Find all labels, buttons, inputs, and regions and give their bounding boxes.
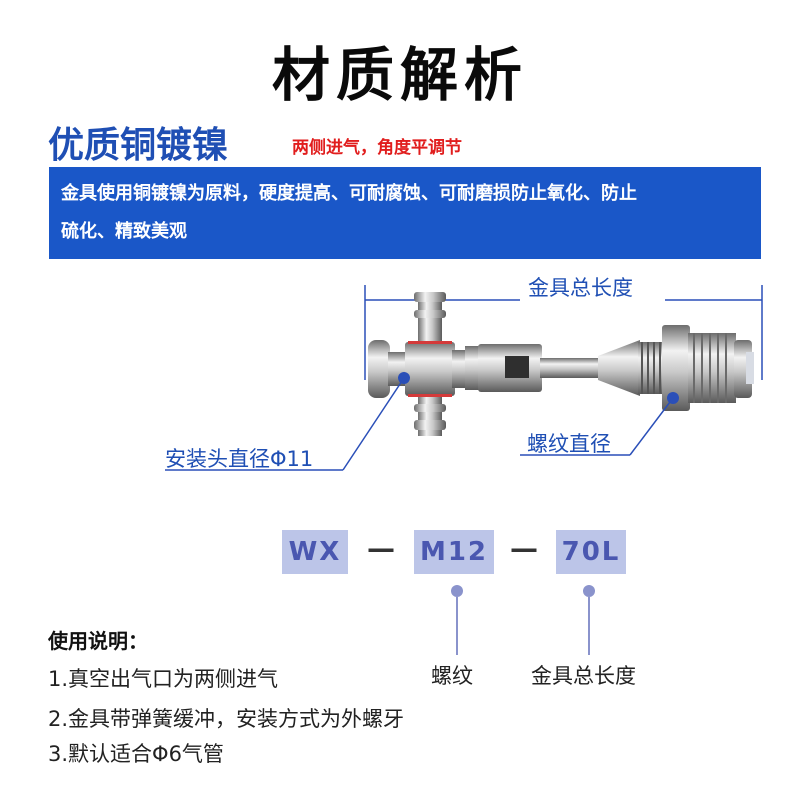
total-length-label: 金具总长度 bbox=[528, 276, 633, 300]
head-diameter-callout bbox=[165, 372, 410, 471]
usage-title: 使用说明： bbox=[48, 629, 148, 653]
model-code-thread: M12 bbox=[414, 530, 494, 574]
usage-item-2: 2.金具带弹簧缓冲，安装方式为外螺牙 bbox=[48, 707, 405, 731]
thread-diameter-callout bbox=[520, 392, 679, 456]
model-code-thread-caption: 螺纹 bbox=[431, 664, 473, 688]
model-code-pointers bbox=[451, 585, 595, 655]
info-box: 金具使用铜镀镍为原料，硬度提高、可耐腐蚀、可耐磨损防止氧化、防止 硫化、精致美观 bbox=[49, 167, 761, 259]
head-diameter-label: 安装头直径Φ11 bbox=[165, 447, 314, 471]
model-code-length: 70L bbox=[556, 530, 626, 574]
model-code-series: WX bbox=[282, 530, 348, 574]
usage-item-1: 1.真空出气口为两侧进气 bbox=[48, 667, 279, 691]
usage-item-3: 3.默认适合Φ6气管 bbox=[48, 742, 224, 766]
info-line-1: 金具使用铜镀镍为原料，硬度提高、可耐腐蚀、可耐磨损防止氧化、防止 bbox=[61, 183, 637, 204]
vacuum-fitting bbox=[368, 292, 754, 436]
thread-diameter-label: 螺纹直径 bbox=[527, 432, 611, 456]
product-diagram bbox=[165, 285, 763, 471]
model-code-dash-1: — bbox=[367, 532, 395, 565]
section-title: 优质铜镀镍 bbox=[48, 125, 229, 166]
info-line-2: 硫化、精致美观 bbox=[61, 221, 187, 242]
model-code-length-caption: 金具总长度 bbox=[531, 664, 636, 688]
model-code-dash-2: — bbox=[510, 532, 538, 565]
page-title: 材质解析 bbox=[271, 41, 528, 109]
section-tag: 两侧进气，角度平调节 bbox=[292, 138, 462, 158]
